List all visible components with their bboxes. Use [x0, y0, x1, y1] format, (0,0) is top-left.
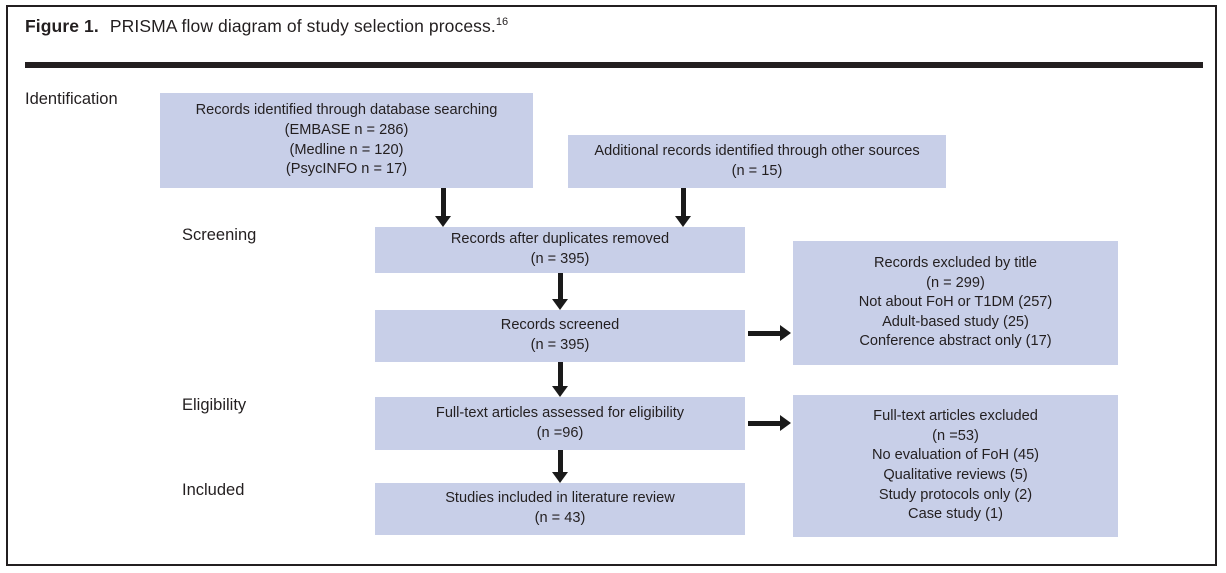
box-line: Adult-based study (25)	[882, 313, 1029, 330]
box-line: Case study (1)	[908, 506, 1003, 523]
arrow-stem	[680, 188, 686, 216]
arrow-stem	[748, 420, 780, 426]
box-line: (n = 299)	[926, 274, 985, 291]
box-line: (n =96)	[536, 424, 584, 441]
arrow-head	[780, 325, 791, 341]
stage-label-identification: Identification	[25, 90, 118, 108]
arrow-head	[435, 216, 451, 227]
box-line: (n =53)	[932, 427, 979, 444]
box-line: (n = 395)	[530, 251, 590, 267]
box-line: Additional records identified through ot…	[594, 142, 920, 159]
box-line: Records identified through database sear…	[195, 102, 498, 119]
arrow-head	[675, 216, 691, 227]
box-line: Not about FoH or T1DM (257)	[858, 294, 1053, 311]
arrow-right-fulltext-to-excluded-icon	[748, 415, 791, 431]
box-line: (n = 15)	[731, 162, 783, 179]
box-additional-records: Additional records identified through ot…	[568, 135, 946, 188]
figure-caption: Figure 1. PRISMA flow diagram of study se…	[25, 16, 508, 37]
arrow-down-identified-to-duplicates-icon	[435, 188, 451, 227]
figure-reference-superscript: 16	[495, 16, 509, 29]
arrow-stem	[557, 450, 563, 472]
box-line: Full-text articles excluded	[873, 408, 1038, 425]
box-line: Records after duplicates removed	[450, 231, 670, 248]
figure-border	[6, 5, 1217, 566]
box-excluded-by-title: Records excluded by title (n = 299) Not …	[793, 241, 1118, 365]
box-line: (n = 43)	[534, 510, 586, 526]
box-records-identified: Records identified through database sear…	[160, 93, 533, 188]
arrow-stem	[748, 330, 780, 336]
box-line: (EMBASE n = 286)	[284, 121, 409, 138]
arrow-head	[552, 299, 568, 310]
box-fulltext-excluded: Full-text articles excluded (n =53) No e…	[793, 395, 1118, 537]
box-line: (PsycINFO n = 17)	[285, 161, 408, 178]
box-line: Studies included in literature review	[445, 490, 675, 507]
box-line: Records excluded by title	[873, 255, 1038, 272]
arrow-head	[552, 472, 568, 483]
arrow-head	[552, 386, 568, 397]
box-line: (n = 395)	[530, 337, 590, 353]
arrow-head	[780, 415, 791, 431]
stage-label-screening: Screening	[182, 226, 257, 244]
arrow-right-screened-to-excluded-icon	[748, 325, 791, 341]
box-line: No evaluation of FoH (45)	[871, 447, 1040, 464]
box-line: Study protocols only (2)	[878, 486, 1033, 503]
box-line: Records screened	[500, 317, 620, 334]
figure-title: PRISMA flow diagram of study selection p…	[109, 16, 496, 36]
arrow-stem	[557, 362, 563, 386]
stage-label-included: Included	[182, 481, 245, 499]
arrow-down-screened-to-fulltext-icon	[552, 362, 568, 397]
arrow-down-duplicates-to-screened-icon	[552, 273, 568, 310]
box-records-screened: Records screened (n = 395)	[375, 310, 745, 362]
box-line: (Medline n = 120)	[289, 141, 404, 158]
arrow-stem	[557, 273, 563, 299]
box-fulltext-assessed: Full-text articles assessed for eligibil…	[375, 397, 745, 450]
box-line: Full-text articles assessed for eligibil…	[435, 404, 685, 421]
box-line: Qualitative reviews (5)	[883, 467, 1028, 483]
box-studies-included: Studies included in literature review (n…	[375, 483, 745, 535]
arrow-stem	[440, 188, 446, 216]
stage-label-eligibility: Eligibility	[182, 396, 247, 414]
box-duplicates-removed: Records after duplicates removed (n = 39…	[375, 227, 745, 273]
arrow-down-fulltext-to-included-icon	[552, 450, 568, 483]
box-line: Conference abstract only (17)	[859, 333, 1052, 350]
caption-divider-rule	[25, 62, 1203, 68]
arrow-down-additional-to-duplicates-icon	[675, 188, 691, 227]
figure-number-label: Figure 1.	[25, 16, 99, 36]
